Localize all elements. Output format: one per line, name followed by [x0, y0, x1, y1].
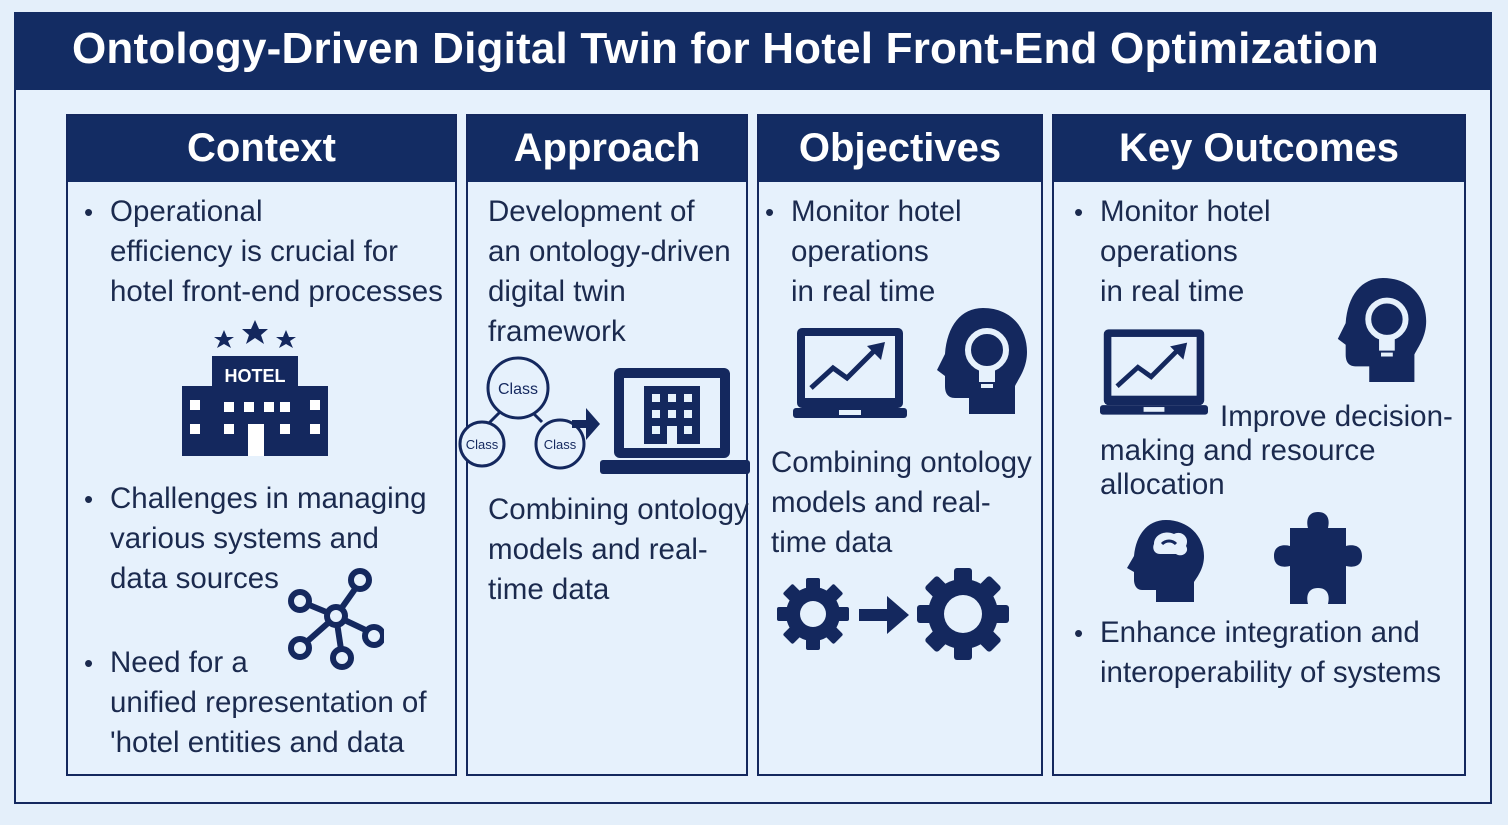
- head-brain-icon: [1127, 520, 1204, 602]
- hotel-sign: HOTEL: [225, 366, 286, 386]
- text-line: framework: [488, 315, 626, 348]
- text-line: models and real-: [771, 486, 991, 519]
- text-line: Monitor hotel: [1100, 195, 1271, 228]
- text-line: digital twin: [488, 275, 626, 308]
- text-line: time data: [488, 573, 610, 606]
- gear-icon: [777, 578, 849, 650]
- text-line: in real time: [791, 275, 936, 308]
- class-label: Class: [544, 437, 577, 452]
- text-line: Improve decision-: [1220, 400, 1453, 433]
- class-label: Class: [498, 381, 538, 398]
- panel-context: Context Operational efficiency is crucia…: [66, 114, 457, 776]
- text-line: unified representation of: [110, 686, 427, 719]
- text-line: Combining ontology: [771, 446, 1032, 479]
- text-line: interoperability of systems: [1100, 656, 1442, 689]
- text-line: Enhance integration and: [1100, 616, 1420, 649]
- panel-objectives: Objectives Monitor hotel operations in r…: [757, 114, 1043, 776]
- class-graph-icon: Class Class Class: [458, 356, 586, 470]
- text-line: Operational: [110, 195, 263, 228]
- page-title: Ontology-Driven Digital Twin for Hotel F…: [72, 24, 1379, 73]
- arrow-right-icon: [572, 408, 600, 440]
- objectives-paragraph-1: Combining ontology models and real- time…: [771, 443, 1032, 563]
- text-line: data sources: [110, 562, 279, 595]
- text-line: operations: [1100, 235, 1238, 268]
- text-line: efficiency is crucial for: [110, 235, 398, 268]
- panel-heading-objectives: Objectives: [759, 116, 1041, 182]
- panel-key-outcomes: Key Outcomes Monitor hotel operations in…: [1052, 114, 1466, 776]
- laptop-trend-chart-icon: [793, 328, 907, 418]
- puzzle-piece-icon: [1274, 512, 1362, 604]
- head-lightbulb-icon: [1337, 277, 1427, 383]
- laptop-building-icon: [600, 368, 750, 474]
- hotel-building-icon: HOTEL: [182, 320, 328, 456]
- outcomes-paragraph-1: Improve decision- making and resource al…: [1100, 400, 1453, 502]
- approach-paragraph-1: Development of an ontology-driven digita…: [488, 192, 731, 352]
- panel-heading-context: Context: [68, 116, 455, 182]
- title-bar: Ontology-Driven Digital Twin for Hotel F…: [14, 12, 1492, 90]
- text-line: hotel front-end processes: [110, 275, 443, 308]
- text-line: operations: [791, 235, 929, 268]
- text-line: Challenges in managing: [110, 482, 427, 515]
- context-bullet-1: Operational efficiency is crucial for ho…: [84, 192, 443, 312]
- panel-approach: Approach Development of an ontology-driv…: [458, 114, 750, 776]
- gear-icon: [917, 568, 1009, 660]
- approach-paragraph-2: Combining ontology models and real- time…: [488, 490, 749, 610]
- context-bullet-2: Challenges in managing various systems a…: [84, 479, 427, 599]
- text-line: Combining ontology: [488, 493, 749, 526]
- text-line: models and real-: [488, 533, 708, 566]
- outcomes-bullet-2: Enhance integration and interoperability…: [1074, 613, 1442, 693]
- text-line: in real time: [1100, 275, 1245, 308]
- text-line: Need for a: [110, 646, 248, 679]
- objectives-bullet-1: Monitor hotel operations in real time: [765, 192, 962, 312]
- text-line: Development of: [488, 195, 695, 228]
- text-line: time data: [771, 526, 893, 559]
- text-line: an ontology-driven: [488, 235, 731, 268]
- laptop-trend-chart-icon: [1100, 329, 1208, 415]
- text-line: various systems and: [110, 522, 379, 555]
- text-line: Monitor hotel: [791, 195, 962, 228]
- panel-heading-key-outcomes: Key Outcomes: [1054, 116, 1464, 182]
- text-line: allocation: [1100, 468, 1225, 501]
- outcomes-bullet-1: Monitor hotel operations in real time: [1074, 192, 1271, 312]
- context-bullet-3: Need for a unified representation of 'ho…: [84, 643, 427, 763]
- text-line: 'hotel entities and data: [110, 726, 405, 759]
- text-line: making and resource: [1100, 434, 1376, 467]
- head-lightbulb-icon: [937, 308, 1027, 414]
- arrow-right-icon: [859, 596, 909, 634]
- panel-heading-approach: Approach: [468, 116, 746, 182]
- class-label: Class: [466, 437, 499, 452]
